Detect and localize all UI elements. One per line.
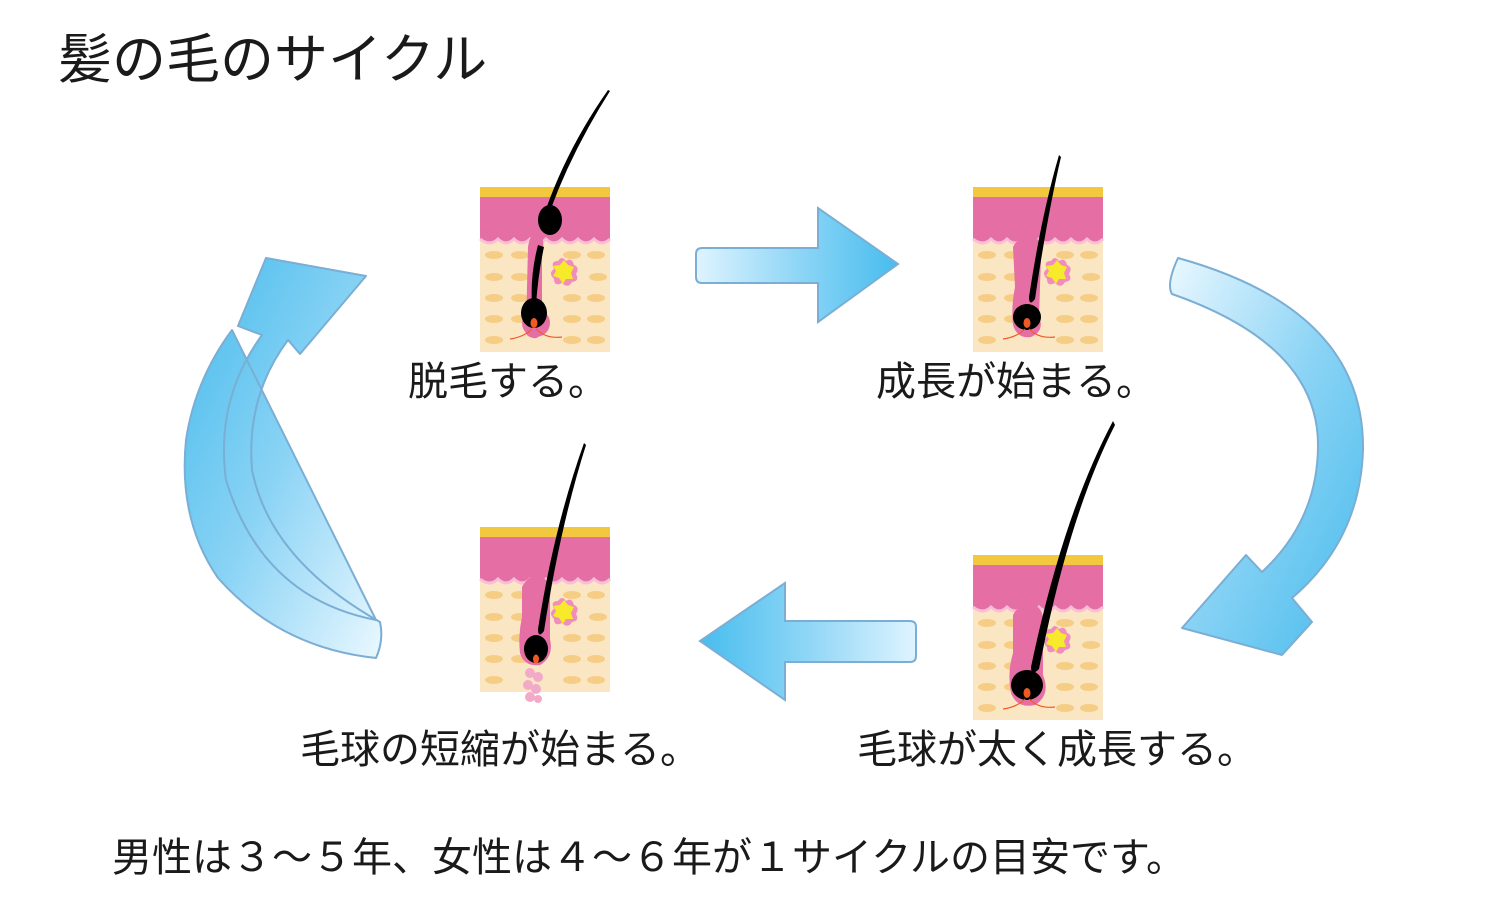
arrow-curve-right (1169, 257, 1365, 656)
arrow-curve-left (183, 257, 383, 659)
stage-label-shrinking-bulb: 毛球の短縮が始まる。 (300, 727, 700, 773)
stage-label-shedding: 脱毛する。 (408, 359, 608, 405)
stage-label-thick-bulb: 毛球が太く成長する。 (857, 727, 1257, 773)
arrow-left (698, 581, 917, 702)
stage-thick-bulb-illustration (971, 421, 1115, 722)
stage-growth-illustration (971, 155, 1105, 354)
cycle-duration-note: 男性は３～５年、女性は４～６年が１サイクルの目安です。 (112, 835, 1186, 881)
diagram-title: 髪の毛のサイクル (58, 28, 488, 91)
stage-shrinking-bulb-illustration (478, 443, 612, 703)
stage-label-growth: 成長が始まる。 (876, 359, 1156, 405)
arrow-right (695, 206, 900, 324)
stage-shedding-illustration (478, 90, 612, 354)
